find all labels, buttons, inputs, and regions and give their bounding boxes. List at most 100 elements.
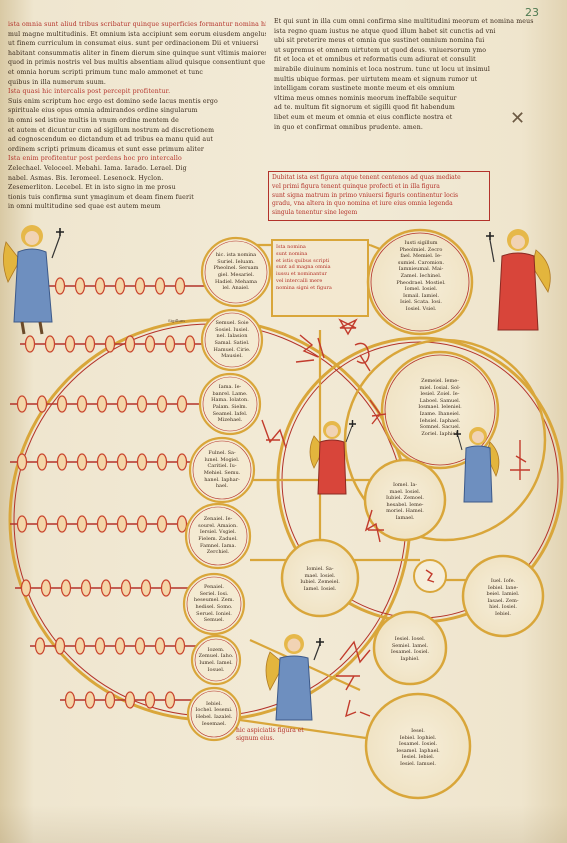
ray-oval — [94, 277, 106, 295]
margin-gloss: Sigillum — [168, 318, 185, 323]
inner-circle-line: Zemeiel. Ieme- — [421, 378, 459, 384]
left-circle-line: lel. Anaiel. — [222, 285, 250, 292]
left-circle-line: hanel. Iaphar- — [204, 476, 240, 483]
right-column-line: vltima meus omnes nominis meorum ineffab… — [274, 94, 457, 102]
ray-oval — [114, 637, 126, 655]
left-circle-line: Mehiel. Semu. — [203, 469, 241, 476]
left-name-circle — [182, 572, 246, 636]
left-name-circle — [200, 308, 264, 372]
bottom-circle-line: Iesiel. Iamuel. — [400, 760, 436, 767]
right-column-line: fit et loca et et omnibus et reformatis … — [274, 56, 476, 64]
ray-oval — [76, 515, 88, 533]
right-column-line: Et qui sunt in illa cum omni confirma si… — [274, 18, 534, 25]
inner-circle-line: Izame. Ihaneiel. — [419, 410, 461, 417]
right-column-line: intelligam coram sustinete monte meum et… — [274, 85, 455, 93]
ray-oval — [104, 335, 116, 353]
ray-ovals — [16, 277, 196, 709]
ray-oval — [164, 335, 176, 353]
ray-oval — [80, 579, 92, 597]
ray-oval — [160, 579, 172, 597]
left-column-line: ordinem scripti primum dicamus et sunt e… — [8, 145, 204, 153]
margin-cross-mark: ✕ — [510, 108, 526, 129]
left-circle-line: hic. ista nomina — [215, 252, 257, 259]
top-right-circle-line: Iusti sigillum — [404, 240, 438, 246]
left-circle-line: Fielem. Zaduel. — [198, 535, 238, 542]
bottom-circle-line: Iesamel. Iosiel. — [398, 741, 438, 748]
left-text-column: ista omnia sunt aliud tribus scribatur q… — [8, 20, 266, 212]
ray-oval — [60, 579, 72, 597]
ray-oval — [134, 277, 146, 295]
left-column-line: mul magne multitudinis. Et omnium ista a… — [8, 30, 266, 38]
left-circle-line: lunel. Mogiel. — [204, 456, 240, 463]
angel-top-left — [3, 225, 64, 335]
right-mid-circle-line: mael. Iosiel. — [389, 488, 421, 495]
ray-oval — [64, 335, 76, 353]
left-circle-line: Famnel. Iama. — [199, 542, 237, 549]
rubric-right-line: sunt signa matrum in primo vniuersi figu… — [272, 191, 459, 199]
ray-oval — [116, 395, 128, 413]
left-circle-line: Seruel. Ioniel. — [196, 610, 232, 617]
bottom-circle-text: Iesel.Iebiel. Iophiel.Iesamel. Iosiel.Ie… — [378, 728, 458, 768]
ray-oval — [136, 395, 148, 413]
left-column-line: Suis enim scriptum hoc ergo est domino s… — [8, 97, 218, 105]
right-small-circle-line: hiel. Iosiel. — [489, 604, 517, 611]
rubric-right-line: Dubitat ista est figura atque tenent cen… — [272, 174, 461, 181]
left-circle-line: Hadiel. Mehama — [215, 278, 257, 285]
ray-oval — [156, 453, 168, 471]
bottom-small-circle-line: Iaphiel. — [400, 655, 420, 662]
left-column-line: Zelechael. Veloceel. Mebahi. Iama. Iarad… — [8, 164, 187, 172]
ray-oval — [116, 453, 128, 471]
ray-oval — [140, 579, 152, 597]
left-circle-line: sourel. Amaion. — [198, 522, 238, 529]
angel-center-blue — [454, 427, 500, 503]
left-circle-line: Palam. Sielm. — [212, 403, 248, 410]
left-column-line: habitant consummatis aliter in finem die… — [8, 49, 266, 57]
right-column-line: multis ubique formas. per uirtutem meam … — [274, 75, 478, 83]
left-circle-line: Mausiel. — [221, 353, 243, 360]
inner-name-circle — [380, 350, 500, 470]
left-circle-text: Fulnel. Sa-lunel. Mogiel.Caritiel. Iu-Me… — [194, 450, 250, 490]
ray-oval — [156, 515, 168, 533]
ray-oval — [56, 453, 68, 471]
bottom-circle-line: Iebiel. Iophiel. — [399, 734, 437, 741]
left-circle-line: Seamel. Iafel. — [212, 410, 248, 417]
bottom-small-circle-line: Semiel. Iamel. — [391, 642, 429, 649]
ray-oval — [16, 395, 28, 413]
left-circle-line: Hama. Iolaton. — [211, 397, 249, 404]
ray-oval — [174, 277, 186, 295]
left-circle-text: Iebiel.Iochel. Iesemi.Hebel. Iazalel.Ies… — [192, 701, 236, 727]
top-right-circle — [366, 228, 474, 336]
left-column-line: ista omnia sunt aliud tribus scribatur q… — [8, 21, 266, 28]
left-circle-line: Iochel. Iesemi. — [195, 707, 233, 714]
left-name-circle — [198, 372, 262, 436]
inner-circle-line: lesiel. Zoiel. Ie- — [420, 391, 460, 398]
right-mid-circle-line: moriel. Hamel. — [386, 508, 424, 515]
left-circle-line: Mizehael. — [217, 417, 243, 424]
left-name-circle — [200, 236, 272, 308]
right-mid-circle-line: Iubiel. Zemoel. — [385, 495, 425, 502]
left-circle-line: Iama. Ie- — [218, 384, 242, 391]
ray-oval — [40, 579, 52, 597]
rubric-right-line: vel primi figura tenent quinque profecti… — [272, 182, 440, 190]
left-circle-line: Seriel. Iosi. — [199, 590, 229, 597]
rubric-box: Dubitat ista est figura atque tenent cen… — [268, 171, 490, 221]
ray-oval — [136, 453, 148, 471]
ray-oval — [74, 637, 86, 655]
left-circle-line: Iersiel. Vsgiel. — [199, 529, 237, 536]
right-mid-circle-line: Iamael. — [395, 514, 415, 521]
left-circle-line: hael. — [215, 483, 229, 490]
right-column-line: in quo et confirmat omnibus prudente. am… — [274, 123, 423, 131]
right-small-circle-line: Iuel. Iofe. — [490, 578, 516, 584]
ray-oval — [64, 691, 76, 709]
right-small-circle-line: Iebiel. — [495, 610, 511, 617]
ray-oval — [74, 277, 86, 295]
ray-oval — [164, 691, 176, 709]
left-circle-line: Suriel. Ieluam. — [217, 258, 255, 265]
left-circle-line: Hebel. Iazalel. — [195, 713, 233, 720]
left-name-circle — [184, 502, 252, 570]
left-name-circle — [186, 686, 242, 742]
